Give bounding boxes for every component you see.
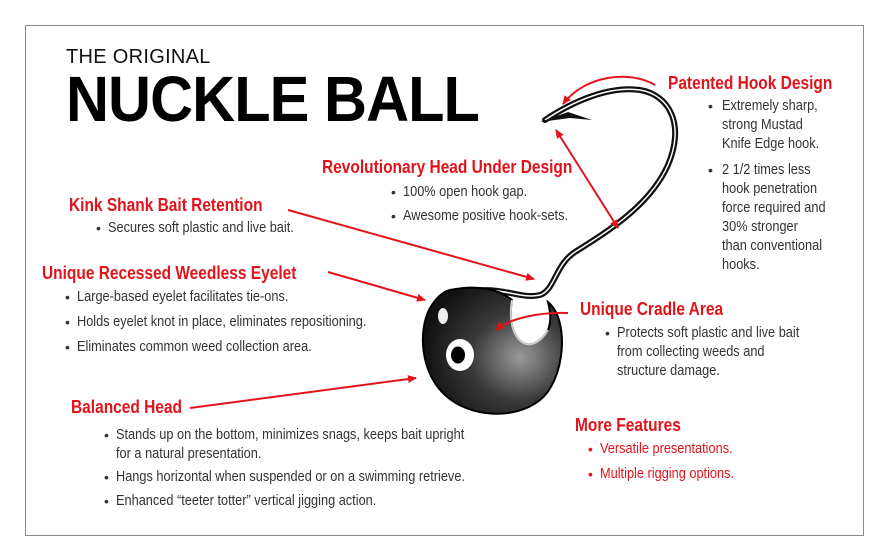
eyelet-bullet-1: Large-based eyelet facilitates tie-ons.: [77, 289, 289, 305]
infographic-frame: [25, 25, 864, 536]
jig-head-icon: [421, 286, 563, 415]
balanced-bullet-3: Enhanced “teeter totter” vertical jiggin…: [116, 493, 377, 509]
heading-kink: Kink Shank Bait Retention: [69, 195, 263, 215]
eyelet-bullet-3: Eliminates common weed collection area.: [77, 339, 312, 355]
more-bullet-1: Versatile presentations.: [600, 441, 733, 457]
hook-icon: [467, 86, 679, 299]
bullet-icon: •: [65, 314, 70, 330]
pretitle: THE ORIGINAL: [66, 46, 211, 68]
arrow-eyelet: [327, 271, 426, 302]
bullet-icon: •: [104, 427, 109, 443]
heading-patented: Patented Hook Design: [668, 73, 833, 93]
revolutionary-bullet-2: Awesome positive hook-sets.: [403, 208, 569, 224]
heading-more-features: More Features: [575, 415, 681, 435]
page-title: NUCKLE BALL: [66, 63, 480, 135]
bullet-icon: •: [708, 162, 713, 178]
bullet-icon: •: [104, 493, 109, 509]
revolutionary-bullet-1: 100% open hook gap.: [403, 184, 528, 200]
arrow-cradle: [495, 311, 569, 331]
kink-bullet-1: Secures soft plastic and live bait.: [108, 220, 294, 236]
arrow-kink: [287, 209, 535, 281]
bullet-icon: •: [588, 441, 593, 457]
heading-revolutionary: Revolutionary Head Under Design: [322, 157, 573, 177]
heading-balanced: Balanced Head: [71, 397, 182, 417]
bullet-icon: •: [605, 325, 610, 341]
heading-eyelet: Unique Recessed Weedless Eyelet: [42, 263, 297, 283]
arrow-patented: [562, 75, 656, 105]
bullet-icon: •: [65, 339, 70, 355]
balanced-bullet-2: Hangs horizontal when suspended or on a …: [116, 469, 465, 485]
heading-cradle: Unique Cradle Area: [580, 299, 724, 319]
bullet-icon: •: [96, 220, 101, 236]
bullet-icon: •: [708, 98, 713, 114]
eyelet-bullet-2: Holds eyelet knot in place, eliminates r…: [77, 314, 367, 330]
balanced-bullet-1: Stands up on the bottom, minimizes snags…: [116, 427, 465, 462]
bullet-icon: •: [391, 184, 396, 200]
bullet-icon: •: [104, 469, 109, 485]
bullet-icon: •: [65, 289, 70, 305]
more-bullet-2: Multiple rigging options.: [600, 466, 735, 482]
arrow-balanced: [189, 375, 417, 409]
arrow-revolutionary: [555, 129, 619, 229]
bullet-icon: •: [588, 466, 593, 482]
bullet-icon: •: [391, 208, 396, 224]
